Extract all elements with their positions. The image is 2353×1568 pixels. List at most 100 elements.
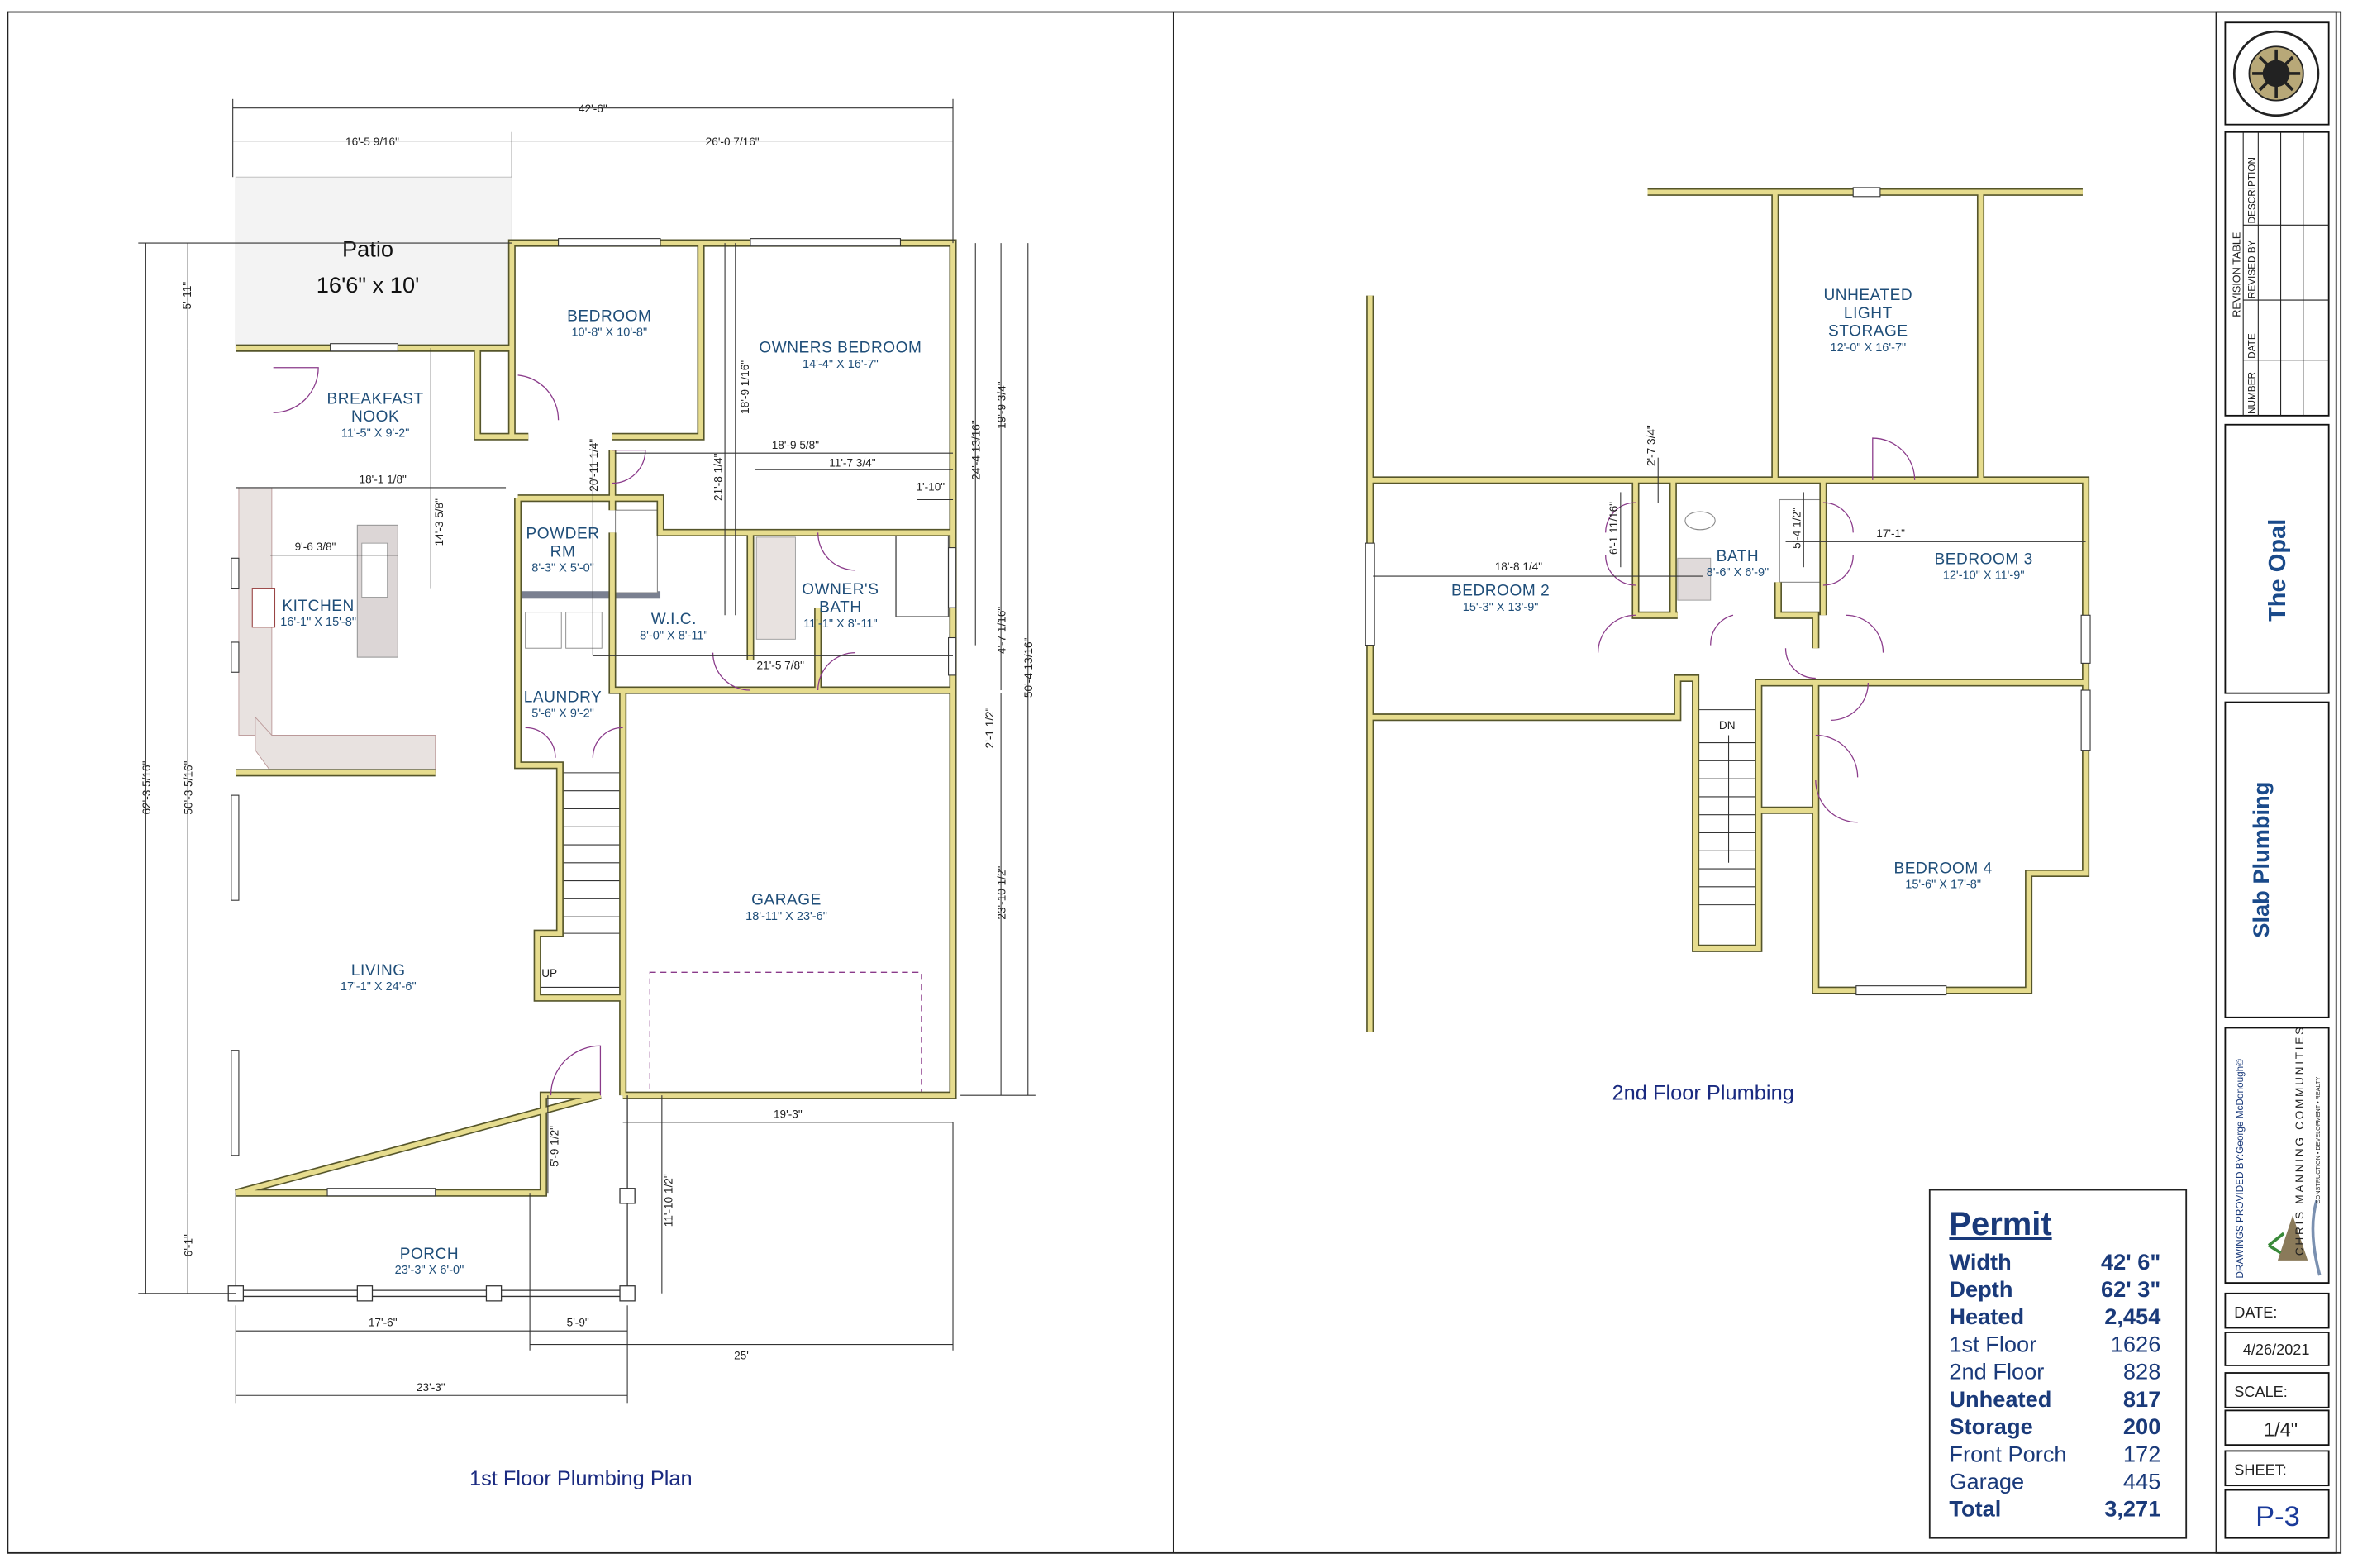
washer [525,612,562,649]
svg-text:24'-4 13/16": 24'-4 13/16" [970,420,983,480]
svg-text:DATE: DATE [2247,333,2258,359]
permit-row-value: 42' 6" [2101,1249,2160,1275]
room-living: LIVING [351,962,406,979]
permit-row-value: 817 [2123,1386,2160,1412]
svg-text:12'-10" X 11'-9": 12'-10" X 11'-9" [1943,570,2025,583]
second-floor-plan: DN 2'-7 3/4" 6'-1 11/16" [1365,187,2091,1105]
svg-text:11'-5" X 9'-2": 11'-5" X 9'-2" [341,427,410,440]
permit-row-label: Front Porch [1949,1441,2066,1466]
bathtub [1779,498,1822,583]
revision-table-title: REVISION TABLE [2232,232,2243,317]
svg-text:2'-7 3/4": 2'-7 3/4" [1646,425,1658,466]
permit-row-value: 828 [2123,1359,2160,1385]
svg-text:6'-1 11/16": 6'-1 11/16" [1608,502,1620,555]
svg-text:5'-4 1/2": 5'-4 1/2" [1791,508,1803,549]
svg-text:15'-6" X 17'-8": 15'-6" X 17'-8" [1905,879,1981,892]
kitchen-counter-l [255,716,436,774]
svg-text:62'-3 5/16": 62'-3 5/16" [141,760,153,814]
windows [1365,187,2091,996]
room-porch: PORCH [400,1246,460,1263]
svg-text:16'-1" X 15'-8": 16'-1" X 15'-8" [280,616,356,629]
chris-manning-logo [2267,1199,2322,1276]
permit-row-label: 1st Floor [1949,1331,2036,1356]
bathtub [615,509,658,593]
svg-text:RM: RM [550,543,576,560]
svg-text:NUMBER: NUMBER [2247,372,2258,414]
porch-post [356,1285,374,1302]
room-powder: POWDER [526,526,600,543]
permit-row-value: 445 [2123,1469,2160,1494]
svg-text:21'-8 1/4": 21'-8 1/4" [712,453,724,501]
stairs-down [1698,709,1758,906]
permit-row-label: Heated [1949,1303,2024,1329]
svg-text:17'-1" X 24'-6": 17'-1" X 24'-6" [341,980,417,994]
svg-text:14'-4" X 16'-7": 14'-4" X 16'-7" [803,358,879,371]
room-wic: W.I.C. [651,611,697,628]
svg-text:5'-9": 5'-9" [567,1317,589,1329]
room-kitchen: KITCHEN [282,598,354,615]
patio [235,176,512,349]
room-garage: GARAGE [751,892,822,909]
permit-row-label: Total [1949,1496,2001,1522]
svg-text:18'-11" X 23'-6": 18'-11" X 23'-6" [745,910,827,923]
svg-text:17'-6": 17'-6" [369,1317,398,1329]
dimension-lines [138,98,1036,1404]
plan-name: The Opal [2265,519,2291,622]
svg-text:50'-3 5/16": 50'-3 5/16" [183,760,195,814]
svg-text:12'-0" X 16'-7": 12'-0" X 16'-7" [1831,341,1907,355]
svg-text:2'-1 1/2": 2'-1 1/2" [984,707,996,748]
svg-text:20'-11 1/4": 20'-11 1/4" [588,439,600,492]
dimension-labels: 2'-7 3/4" 6'-1 11/16" 5'-4 1/2" 18'-8 1/… [1495,425,1905,573]
svg-text:5'-11": 5'-11" [181,282,193,310]
svg-text:STORAGE: STORAGE [1828,323,1908,341]
bath-vanity [1677,557,1712,601]
company-name: CHRIS MANNING COMMUNITIES [2293,1025,2306,1256]
room-unheated-storage: UNHEATED [1823,287,1912,304]
svg-text:21'-5 7/8": 21'-5 7/8" [757,660,805,672]
svg-text:BATH: BATH [819,599,862,617]
sheet-number: P-3 [2255,1501,2300,1532]
date-label: DATE: [2234,1304,2277,1321]
svg-text:25': 25' [734,1350,749,1362]
svg-text:8'-6" X 6'-9": 8'-6" X 6'-9" [1707,566,1770,579]
svg-text:23'-3": 23'-3" [417,1381,445,1394]
svg-text:CONSTRUCTION • DEVELOPMENT • R: CONSTRUCTION • DEVELOPMENT • REALTY [2314,1077,2322,1204]
svg-text:19'-3": 19'-3" [774,1108,803,1120]
kitchen-sink [361,542,388,598]
svg-text:1'-10": 1'-10" [916,481,945,493]
scale-label: SCALE: [2234,1384,2288,1400]
room-labels: UNHEATED LIGHT STORAGE 12'-0" X 16'-7" B… [1451,287,2032,892]
permit-row-value: 2,454 [2104,1303,2160,1329]
sheet-label: SHEET: [2234,1461,2287,1478]
permit-row-value: 172 [2123,1441,2160,1466]
title-block: REVISION TABLE NUMBER DATE REVISED BY DE… [2224,21,2330,1539]
permit-row-label: Unheated [1949,1386,2051,1412]
first-floor-walls [235,239,957,1197]
permit-row-value: 3,271 [2104,1496,2160,1522]
toilet [1684,511,1716,531]
svg-text:10'-8" X 10'-8": 10'-8" X 10'-8" [571,326,647,340]
room-owners-bath: OWNER'S [802,581,879,598]
doors [273,367,856,1096]
svg-text:8'-3" X 5'-0": 8'-3" X 5'-0" [531,562,594,575]
svg-text:4'-7 1/16": 4'-7 1/16" [996,607,1008,655]
svg-text:11'-10 1/2": 11'-10 1/2" [663,1174,675,1227]
porch-post [619,1285,636,1302]
dryer [565,612,603,649]
permit-row-value: 1626 [2111,1331,2161,1356]
svg-text:LIGHT: LIGHT [1844,305,1893,322]
first-floor-title: 1st Floor Plumbing Plan [469,1467,693,1490]
permit-row-label: 2nd Floor [1949,1359,2044,1385]
dimension-lines [1373,457,2086,577]
svg-text:REVISED BY: REVISED BY [2247,240,2258,298]
vanity [755,536,796,640]
svg-text:16'-5 9/16": 16'-5 9/16" [345,136,399,148]
permit-row-label: Depth [1949,1276,2012,1302]
room-bedroom: BEDROOM [567,307,651,325]
second-floor-title: 2nd Floor Plumbing [1612,1082,1794,1105]
room-laundry: LAUNDRY [524,689,603,707]
revision-table [2242,131,2329,416]
room-bath: BATH [1717,548,1760,565]
room-bedroom-4: BEDROOM 4 [1894,860,1993,878]
